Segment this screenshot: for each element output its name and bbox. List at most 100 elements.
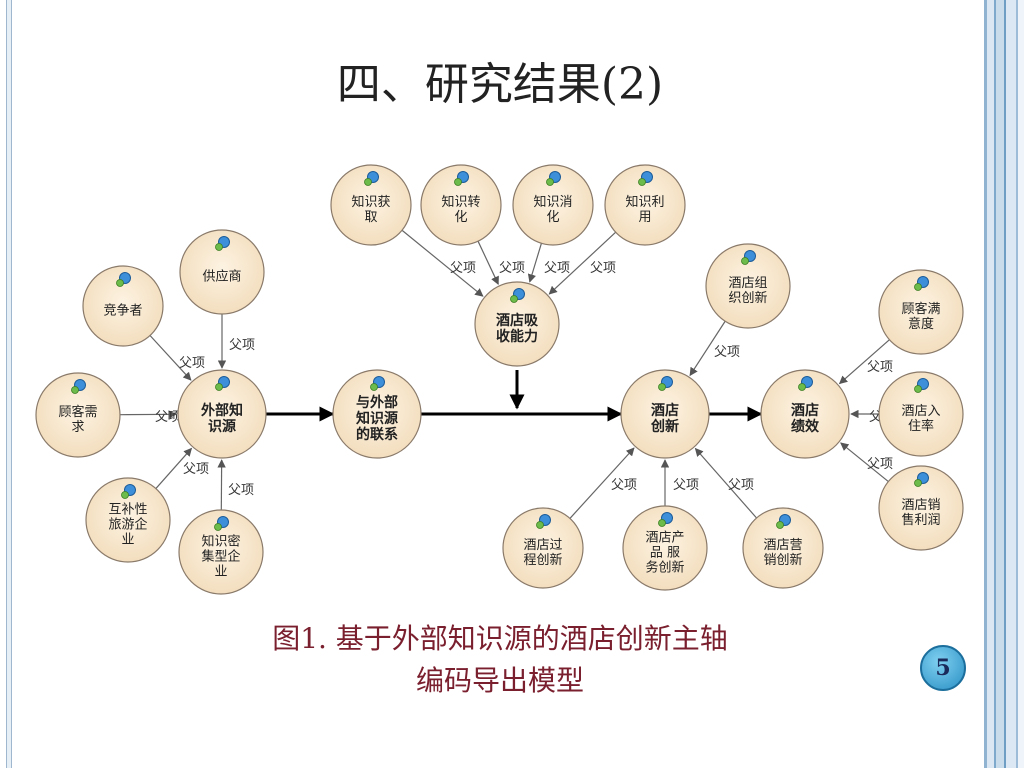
- category-icon: [215, 236, 230, 251]
- nodes: 竞争者供应商顾客需求互补性旅游企业知识密集型企业外部知识源与外部知识源的联系知识…: [35, 164, 964, 595]
- category-icon: [914, 276, 929, 291]
- edge-guke_manyi-jiudian_jixiao: [838, 339, 890, 385]
- category-icon: [914, 378, 929, 393]
- node-circle: [878, 371, 964, 457]
- category-icon: [214, 516, 229, 531]
- node-label: 业: [121, 533, 134, 548]
- node-label: 创新: [650, 418, 679, 435]
- node-label: 顾客满: [901, 301, 940, 317]
- node-circle: [474, 281, 560, 367]
- node-circle: [705, 243, 791, 329]
- figure-caption: 图1. 基于外部知识源的酒店创新主轴 编码导出模型: [180, 618, 820, 702]
- category-icon: [454, 171, 469, 186]
- node-label: 外部知: [201, 402, 243, 419]
- node-label: 供应商: [202, 269, 241, 285]
- node-circle: [85, 477, 171, 563]
- node-label: 织创新: [728, 290, 767, 306]
- edge-label: 父项: [714, 345, 740, 360]
- node-label: 互补性: [108, 503, 147, 518]
- node-circle: [760, 369, 850, 459]
- axial-coding-diagram: 父项父项父项父项父项父项父项父项父项父项父项父项父项父项父项父项 竞争者供应商顾…: [35, 164, 964, 595]
- edges: [119, 229, 890, 519]
- edge-zhishi_liyong-xishou_nengli: [548, 231, 617, 295]
- node-label: 酒店: [791, 402, 819, 419]
- right-border-decoration: [980, 0, 1024, 768]
- node-label: 求: [71, 420, 84, 435]
- node-waibu_zhishiyuan: 外部知识源: [177, 369, 267, 459]
- category-icon: [370, 376, 385, 391]
- node-circle: [604, 164, 686, 246]
- node-circle: [502, 507, 584, 589]
- node-label: 销创新: [763, 552, 802, 568]
- node-label: 酒店销: [901, 498, 940, 513]
- edge-label: 父项: [867, 457, 893, 472]
- edge-jingzhengzhe-waibu_zhishiyuan: [149, 335, 192, 381]
- category-icon: [121, 484, 136, 499]
- node-label: 集型企: [201, 549, 240, 565]
- node-label: 顾客需: [58, 404, 97, 420]
- edge-label: 父项: [544, 261, 570, 276]
- node-circle: [178, 509, 264, 595]
- node-circle: [330, 164, 412, 246]
- node-label: 酒店过: [523, 538, 562, 553]
- edge-label: 父项: [179, 356, 205, 371]
- node-circle: [878, 269, 964, 355]
- node-label: 旅游企: [108, 517, 147, 533]
- node-jingzhengzhe: 竞争者: [82, 265, 164, 347]
- node-circle: [82, 265, 164, 347]
- category-icon: [536, 514, 551, 529]
- node-circle: [512, 164, 594, 246]
- node-circle: [177, 369, 267, 459]
- node-jiudian_chuangxin: 酒店创新: [620, 369, 710, 459]
- edge-label: 父项: [228, 483, 254, 498]
- edge-label: 父项: [673, 478, 699, 493]
- node-label: 竞争者: [103, 303, 142, 319]
- node-label: 化: [546, 210, 559, 225]
- page-number-badge: 5: [920, 645, 966, 691]
- edge-label: 父项: [499, 261, 525, 276]
- node-circle: [179, 229, 265, 315]
- node-circle: [742, 507, 824, 589]
- node-label: 酒店吸: [496, 312, 539, 329]
- node-label: 知识获: [351, 194, 390, 210]
- edge-label: 父项: [728, 478, 754, 493]
- node-label: 务创新: [645, 560, 684, 576]
- node-label: 收能力: [496, 328, 538, 345]
- category-icon: [658, 376, 673, 391]
- category-icon: [116, 272, 131, 287]
- caption-line-2: 编码导出模型: [415, 664, 584, 697]
- node-label: 酒店组: [728, 276, 767, 291]
- edge-hubu_lvyou-waibu_zhishiyuan: [155, 447, 193, 489]
- edge-xiaoshou_lirun-jiudian_jixiao: [840, 442, 889, 483]
- node-label: 识源: [208, 418, 236, 435]
- edge-zhishi_huoqu-xishou_nengli: [401, 229, 484, 297]
- node-label: 取: [364, 210, 377, 225]
- edge-label: 父项: [229, 338, 255, 353]
- edge-label: 父项: [155, 410, 181, 425]
- node-label: 酒店产: [645, 531, 684, 546]
- node-label: 酒店营: [763, 538, 802, 553]
- edge-zuzhi_chuangxin-jiudian_chuangxin: [689, 320, 726, 377]
- left-border-decoration: [6, 0, 12, 768]
- edge-label: 父项: [867, 360, 893, 375]
- node-label: 意度: [908, 316, 934, 332]
- node-label: 绩效: [791, 418, 820, 435]
- edge-label: 父项: [450, 261, 476, 276]
- node-label: 化: [454, 210, 467, 225]
- edge-yingxiao_chuangxin-jiudian_chuangxin: [694, 447, 758, 519]
- node-circle: [620, 369, 710, 459]
